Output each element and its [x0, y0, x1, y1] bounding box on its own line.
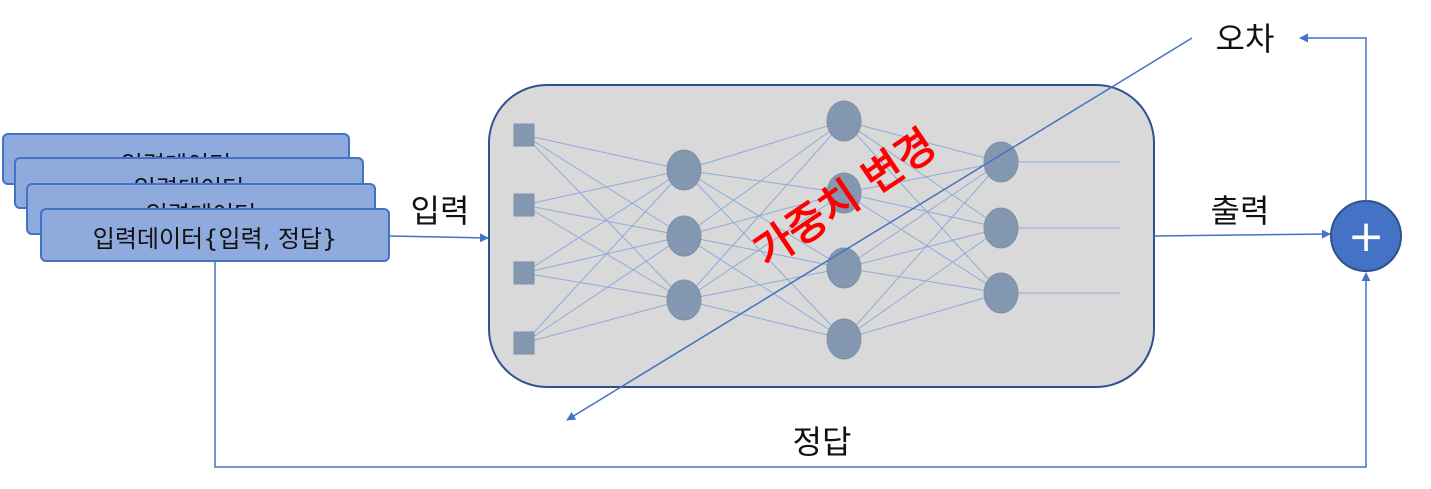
connection-line: [843, 161, 1002, 194]
connection-line: [523, 299, 685, 344]
connection-line: [683, 235, 845, 340]
error-feedback-arrow: [1299, 33, 1367, 201]
output-node: [983, 272, 1019, 314]
output-arrow: [1153, 229, 1331, 239]
connection-line: [523, 235, 685, 344]
connection-line: [843, 120, 1002, 294]
output-label: 출력: [1211, 192, 1270, 230]
connection-line: [523, 134, 685, 171]
input-node: [513, 193, 535, 217]
connection-line: [843, 292, 1002, 340]
input-node: [513, 331, 535, 355]
error-label: 오차: [1216, 20, 1275, 58]
connection-line: [683, 169, 845, 340]
input-node: [513, 123, 535, 147]
connection-line: [843, 120, 1002, 163]
connection-line: [683, 192, 845, 237]
connection-line: [523, 169, 685, 274]
input-arrow: [389, 233, 489, 243]
hidden-node: [666, 149, 702, 191]
output-node: [983, 141, 1019, 183]
hidden-node: [826, 318, 862, 360]
hidden-node: [826, 247, 862, 289]
input-label: 입력: [411, 192, 470, 230]
connection-line: [683, 169, 845, 194]
input-data-card-text: 입력데이터{입력, 정답}: [92, 225, 338, 253]
connection-line: [843, 192, 1002, 294]
connection-line: [683, 120, 845, 237]
weight-update-arrow: [566, 37, 1193, 421]
connection-line: [523, 204, 685, 237]
network-nodes: [513, 100, 1019, 360]
connection-line: [683, 169, 845, 269]
connection-line: [843, 120, 1002, 229]
connection-line: [683, 235, 845, 269]
connection-line: [843, 227, 1002, 340]
connection-line: [843, 227, 1002, 269]
answer-path-arrow: [214, 262, 1371, 468]
connection-line: [683, 299, 845, 340]
connection-line: [683, 120, 845, 171]
connection-line: [523, 134, 685, 237]
connection-line: [843, 161, 1002, 340]
input-data-card-front: 입력데이터{입력, 정답}: [40, 208, 390, 262]
hidden-node: [666, 279, 702, 321]
hidden-node: [826, 100, 862, 142]
hidden-node: [826, 172, 862, 214]
connection-line: [523, 134, 685, 301]
connection-line: [843, 267, 1002, 294]
input-node: [513, 261, 535, 285]
connection-line: [523, 204, 685, 301]
connection-line: [523, 235, 685, 274]
output-node: [983, 207, 1019, 249]
answer-label: 정답: [793, 423, 852, 461]
network-connections: [523, 120, 1120, 344]
connection-line: [523, 272, 685, 301]
sum-symbol: +: [1348, 211, 1385, 262]
connection-line: [843, 192, 1002, 229]
connection-line: [683, 192, 845, 301]
connection-line: [843, 161, 1002, 269]
hidden-node: [666, 215, 702, 257]
connection-line: [683, 267, 845, 301]
connection-line: [523, 169, 685, 344]
connection-line: [683, 120, 845, 301]
connection-line: [523, 169, 685, 206]
